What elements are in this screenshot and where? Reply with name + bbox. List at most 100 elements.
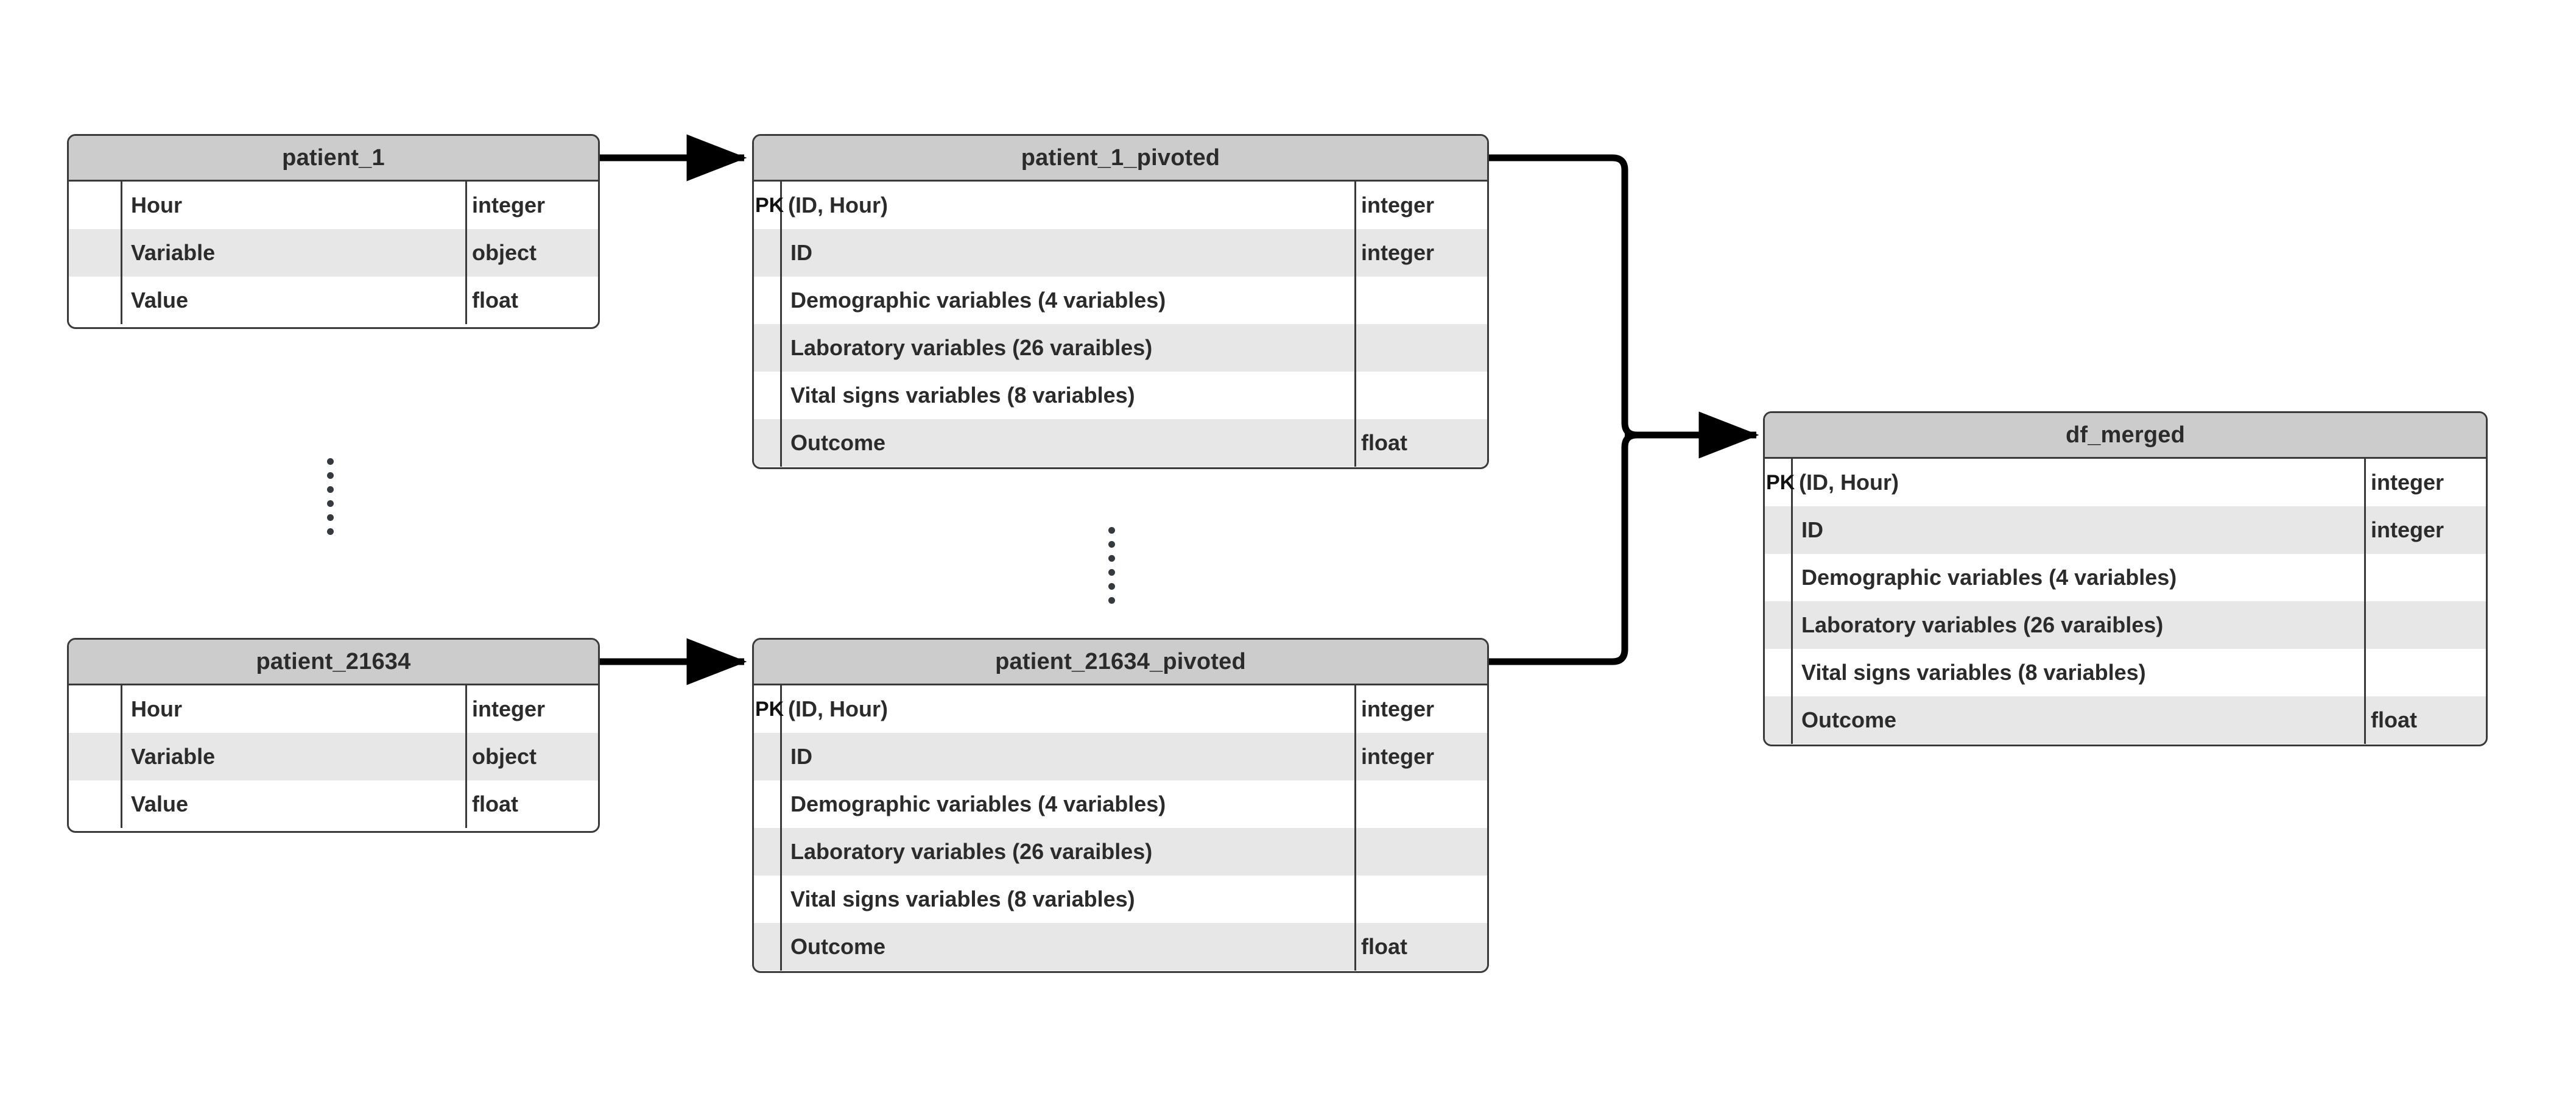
table-row[interactable]: Outcome float (754, 419, 1487, 467)
column-name: Value (131, 288, 189, 313)
column-key (69, 733, 122, 780)
table-row[interactable]: Vital signs variables (8 variables) (754, 875, 1487, 923)
entity-title-patient-21634: patient_21634 (69, 640, 598, 685)
table-row[interactable]: Laboratory variables (26 varaibles) (754, 324, 1487, 372)
column-type (1354, 372, 1487, 419)
table-row[interactable]: Vital signs variables (8 variables) (1765, 649, 2486, 696)
column-name: Vital signs variables (8 variables) (1801, 660, 2146, 685)
column-name: ID (790, 240, 812, 265)
column-key (754, 229, 782, 277)
table-row[interactable]: Value float (69, 277, 598, 324)
entity-title-df-merged: df_merged (1765, 413, 2486, 459)
table-row[interactable]: Demographic variables (4 variables) (754, 780, 1487, 828)
column-key (69, 182, 122, 229)
table-row[interactable]: Hour integer (69, 182, 598, 229)
column-type: float (465, 277, 598, 324)
entity-df-merged[interactable]: df_merged PK (ID, Hour) integer ID integ… (1763, 411, 2488, 746)
column-key (754, 277, 782, 324)
column-name: Vital signs variables (8 variables) (790, 383, 1135, 408)
table-row[interactable]: Laboratory variables (26 varaibles) (1765, 601, 2486, 649)
column-key (69, 277, 122, 324)
column-type: integer (465, 182, 598, 229)
column-name: Outcome (1801, 707, 1897, 732)
table-row[interactable]: PK (ID, Hour) integer (754, 182, 1487, 229)
table-row[interactable]: PK (ID, Hour) integer (1765, 459, 2486, 506)
column-type: integer (2364, 459, 2486, 506)
column-name: Demographic variables (4 variables) (790, 791, 1166, 816)
column-type: integer (1354, 685, 1487, 733)
table-row[interactable]: Variable object (69, 229, 598, 277)
column-key (754, 828, 782, 875)
column-type (2364, 649, 2486, 696)
entity-title-patient-1: patient_1 (69, 136, 598, 182)
column-key (754, 875, 782, 923)
table-row[interactable]: Hour integer (69, 685, 598, 733)
table-row[interactable]: Variable object (69, 733, 598, 780)
column-name: Demographic variables (4 variables) (790, 288, 1166, 313)
column-key (754, 419, 782, 467)
column-key (754, 324, 782, 372)
column-type: integer (1354, 733, 1487, 780)
column-name: Variable (131, 240, 216, 265)
table-row[interactable]: PK (ID, Hour) integer (754, 685, 1487, 733)
column-type: float (2364, 696, 2486, 744)
column-type (2364, 601, 2486, 649)
connector-pivoted-to-df-merged (1488, 154, 1759, 665)
column-key (1765, 601, 1793, 649)
column-type: integer (1354, 182, 1487, 229)
column-key (754, 372, 782, 419)
column-name: (ID, Hour) (788, 696, 888, 721)
table-row[interactable]: Vital signs variables (8 variables) (754, 372, 1487, 419)
column-type (1354, 828, 1487, 875)
column-name: Laboratory variables (26 varaibles) (1801, 612, 2164, 637)
column-type: integer (465, 685, 598, 733)
column-type: object (465, 229, 598, 277)
entity-patient-21634-pivoted[interactable]: patient_21634_pivoted PK (ID, Hour) inte… (752, 638, 1489, 973)
column-name: ID (790, 744, 812, 769)
middle-ellipsis-icon (1108, 527, 1115, 604)
entity-patient-21634[interactable]: patient_21634 Hour integer Variable obje… (67, 638, 600, 833)
column-list-patient-1: Hour integer Variable object Value float (69, 182, 598, 324)
table-row[interactable]: ID integer (1765, 506, 2486, 554)
table-row[interactable]: ID integer (754, 229, 1487, 277)
column-type: integer (2364, 506, 2486, 554)
column-name: Hour (131, 696, 182, 721)
column-type (1354, 277, 1487, 324)
column-name: Vital signs variables (8 variables) (790, 886, 1135, 911)
column-type (2364, 554, 2486, 601)
column-name: Outcome (790, 934, 886, 959)
table-row[interactable]: ID integer (754, 733, 1487, 780)
column-type (1354, 324, 1487, 372)
column-list-df-merged: PK (ID, Hour) integer ID integer Demogra… (1765, 459, 2486, 744)
column-name: (ID, Hour) (1799, 470, 1899, 495)
table-row[interactable]: Demographic variables (4 variables) (1765, 554, 2486, 601)
table-row[interactable]: Outcome float (1765, 696, 2486, 744)
column-key: PK (754, 182, 784, 229)
entity-title-patient-1-pivoted: patient_1_pivoted (754, 136, 1487, 182)
table-row[interactable]: Outcome float (754, 923, 1487, 971)
column-list-patient-1-pivoted: PK (ID, Hour) integer ID integer Demogra… (754, 182, 1487, 467)
column-list-patient-21634-pivoted: PK (ID, Hour) integer ID integer Demogra… (754, 685, 1487, 971)
column-name: Hour (131, 193, 182, 218)
column-key (1765, 554, 1793, 601)
table-row[interactable]: Demographic variables (4 variables) (754, 277, 1487, 324)
column-key (754, 923, 782, 971)
column-name: Outcome (790, 430, 886, 455)
entity-patient-1[interactable]: patient_1 Hour integer Variable object V… (67, 134, 600, 329)
column-key (1765, 506, 1793, 554)
column-name: Variable (131, 744, 216, 769)
table-row[interactable]: Laboratory variables (26 varaibles) (754, 828, 1487, 875)
entity-patient-1-pivoted[interactable]: patient_1_pivoted PK (ID, Hour) integer … (752, 134, 1489, 469)
column-name: Laboratory variables (26 varaibles) (790, 335, 1153, 360)
column-key (754, 780, 782, 828)
table-row[interactable]: Value float (69, 780, 598, 828)
column-type (1354, 780, 1487, 828)
column-type: float (465, 780, 598, 828)
column-name: Demographic variables (4 variables) (1801, 565, 2177, 590)
column-name: (ID, Hour) (788, 193, 888, 218)
column-key: PK (754, 685, 784, 733)
column-name: Laboratory variables (26 varaibles) (790, 839, 1153, 864)
column-key (69, 685, 122, 733)
column-key: PK (1765, 459, 1795, 506)
